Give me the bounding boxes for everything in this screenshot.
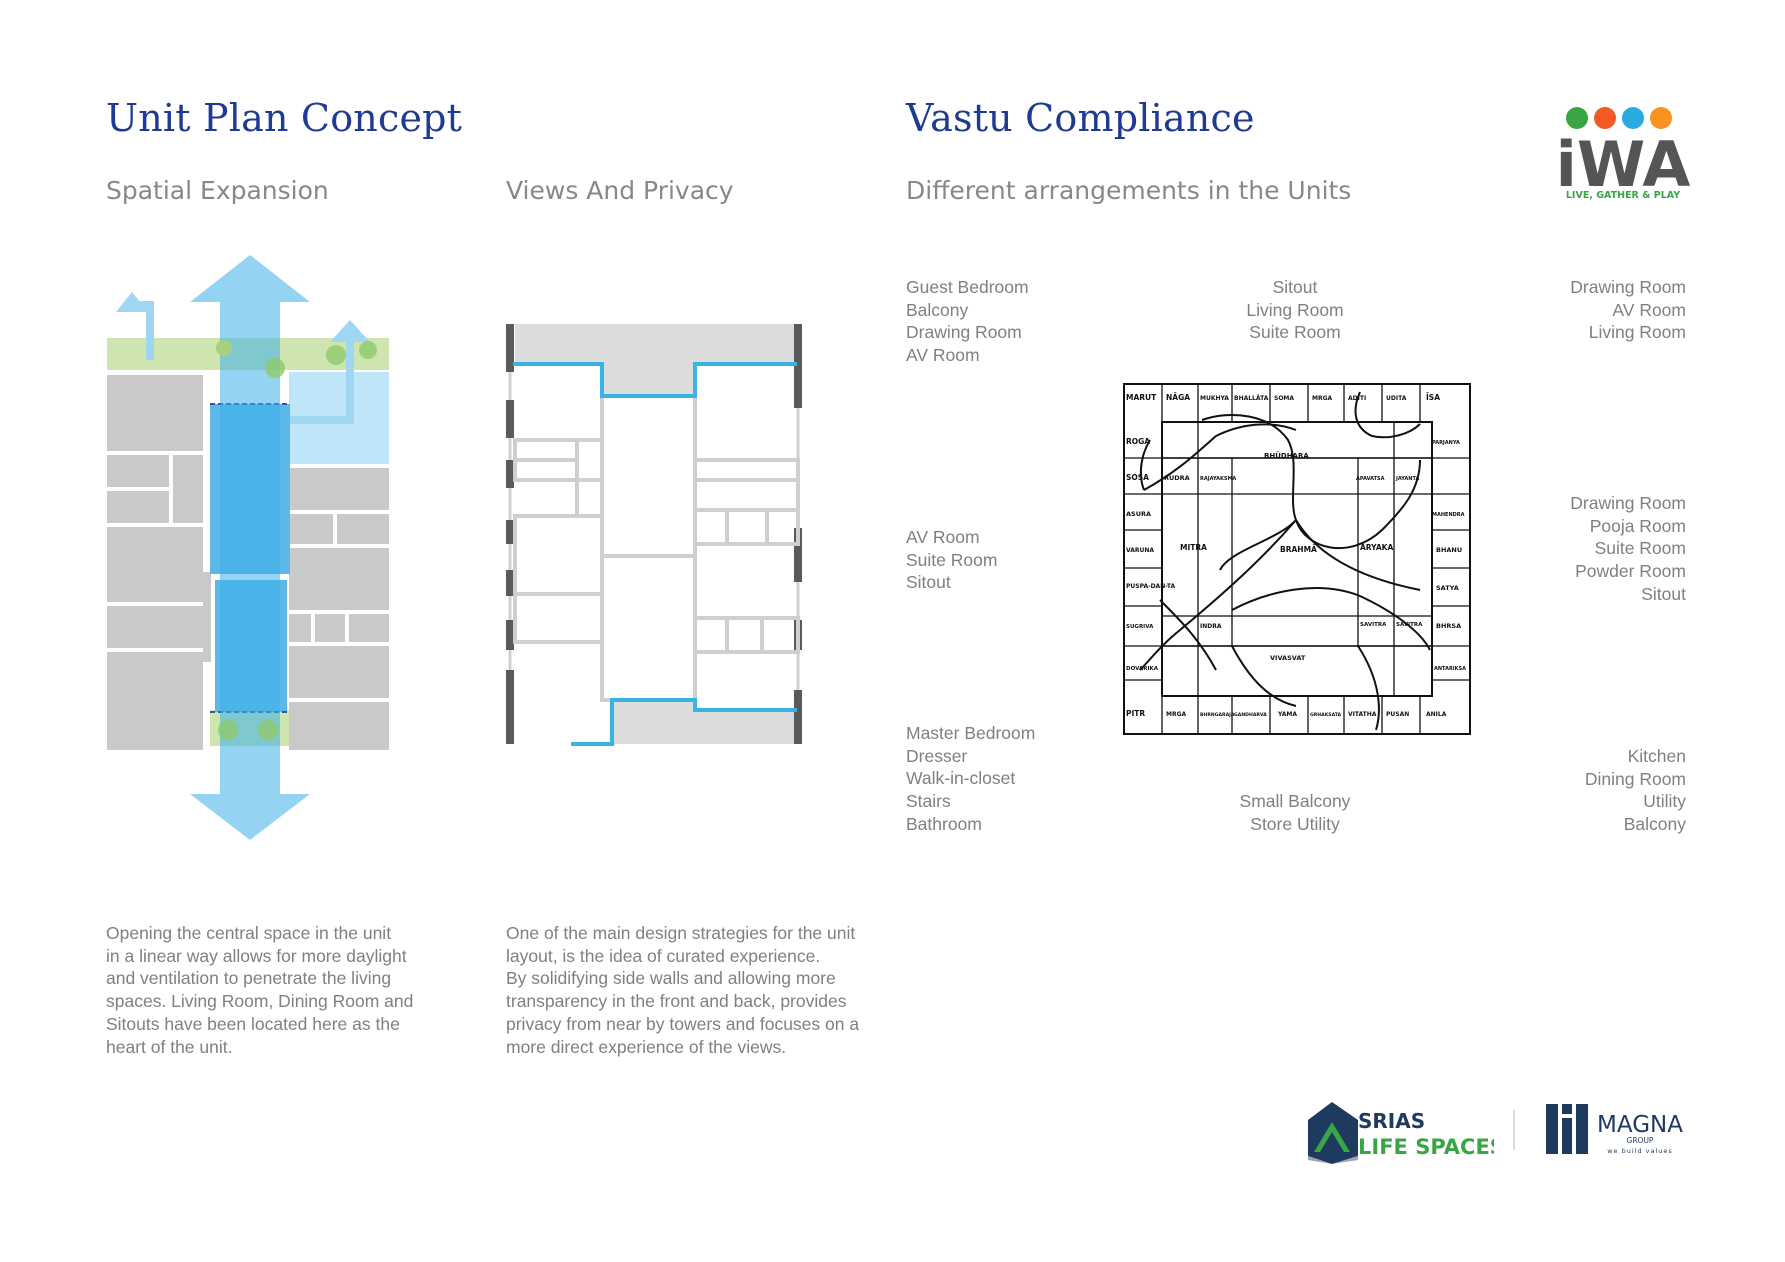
svg-text:PITR: PITR [1126, 709, 1145, 718]
views-privacy-description: One of the main design strategies for th… [506, 923, 860, 1057]
logo-divider [1513, 1110, 1515, 1150]
svg-text:MAHENDRA: MAHENDRA [1432, 512, 1465, 518]
room-list-bottom-right: Kitchen Dining Room Utility Balcony [1584, 746, 1686, 835]
svg-text:ĀRYAKA: ĀRYAKA [1360, 543, 1393, 552]
room-list-bottom-center: Small Balcony Store Utility [1239, 791, 1351, 834]
svg-text:we build values: we build values [1607, 1147, 1673, 1155]
svg-text:ANTARIKSA: ANTARIKSA [1434, 666, 1466, 672]
room-list-bottom-left: Master Bedroom Dresser Walk-in-closet St… [906, 723, 1036, 834]
svg-text:MAGNA: MAGNA [1597, 1112, 1683, 1138]
svg-text:YAMA: YAMA [1277, 711, 1297, 718]
svg-text:PARJANYA: PARJANYA [1432, 440, 1460, 446]
svg-text:VIVASVAT: VIVASVAT [1270, 654, 1306, 662]
svg-text:ASURA: ASURA [1126, 510, 1151, 518]
svg-text:VITATHA: VITATHA [1348, 711, 1377, 718]
svg-text:BHŪDHARA: BHŪDHARA [1264, 451, 1309, 460]
svg-text:MUKHYA: MUKHYA [1200, 395, 1229, 402]
svg-text:MITRA: MITRA [1180, 543, 1207, 552]
spatial-expansion-description: Opening the central space in the unit in… [106, 923, 414, 1057]
svg-text:SAVITRA: SAVITRA [1396, 622, 1423, 628]
svg-text:DOVARIKA: DOVARIKA [1126, 666, 1159, 672]
svg-text:INDRA: INDRA [1200, 623, 1222, 630]
iwa-wordmark: iWA [1560, 128, 1690, 201]
svg-text:ADITI: ADITI [1348, 395, 1366, 402]
svg-text:BHANU: BHANU [1436, 546, 1462, 554]
svg-text:ĪSA: ĪSA [1426, 393, 1440, 402]
svg-text:RUDRA: RUDRA [1164, 474, 1190, 482]
svg-text:PUSAN: PUSAN [1386, 711, 1409, 718]
views-privacy-diagram [505, 320, 805, 755]
spatial-expansion-diagram [100, 250, 400, 845]
srias-logo: SRIAS LIFE SPACES [1304, 1098, 1505, 1164]
svg-text:GANDHARVA: GANDHARVA [1234, 712, 1267, 718]
svg-text:ROGA: ROGA [1126, 437, 1150, 446]
svg-text:GRHAKSATA: GRHAKSATA [1310, 712, 1342, 718]
svg-text:VARUNA: VARUNA [1126, 547, 1154, 554]
svg-text:BRAHMĀ: BRAHMĀ [1280, 545, 1317, 554]
room-list-top-left: Guest Bedroom Balcony Drawing Room AV Ro… [906, 277, 1029, 366]
arrangements-heading: Different arrangements in the Units [906, 176, 1352, 205]
svg-text:GROUP: GROUP [1627, 1136, 1654, 1145]
vastu-title: Vastu Compliance [906, 96, 1255, 140]
svg-text:UDITA: UDITA [1386, 395, 1407, 402]
svg-text:SOSA: SOSA [1126, 473, 1149, 482]
iwa-logo: iWA LIVE, GATHER & PLAY [1556, 102, 1690, 202]
svg-text:SATYA: SATYA [1436, 584, 1459, 592]
svg-text:MARUT: MARUT [1126, 393, 1157, 402]
svg-text:SRIAS: SRIAS [1358, 1109, 1425, 1133]
spatial-expansion-heading: Spatial Expansion [106, 176, 329, 205]
svg-text:SOMA: SOMA [1274, 395, 1294, 402]
svg-text:SAVITRA: SAVITRA [1360, 622, 1387, 628]
svg-text:RAJAYAKSMA: RAJAYAKSMA [1200, 476, 1236, 482]
svg-text:SUGRIVA: SUGRIVA [1126, 624, 1154, 630]
svg-text:MRGA: MRGA [1166, 711, 1187, 718]
room-list-top-right: Drawing Room AV Room Living Room [1570, 277, 1686, 343]
svg-text:JAYANTA: JAYANTA [1395, 476, 1419, 482]
svg-text:PUSPA-DAN-TA: PUSPA-DAN-TA [1126, 583, 1175, 590]
svg-text:BHRNGARAJA: BHRNGARAJA [1200, 712, 1235, 718]
unit-plan-title: Unit Plan Concept [106, 96, 463, 140]
room-list-mid-left: AV Room Suite Room Sitout [906, 527, 998, 593]
svg-text:LIFE SPACES: LIFE SPACES [1358, 1135, 1494, 1159]
views-privacy-heading: Views And Privacy [506, 176, 734, 205]
room-list-top-center: Sitout Living Room Suite Room [1246, 277, 1344, 343]
iwa-tagline: LIVE, GATHER & PLAY [1566, 190, 1680, 201]
svg-text:ANILA: ANILA [1426, 711, 1447, 718]
magna-logo: MAGNA GROUP we build values [1544, 1100, 1694, 1160]
vastu-mandala: MARUT NĀGA MUKHYA BHALLĀTA SOMA MRGA ADI… [1120, 380, 1476, 743]
svg-text:APAVATSA: APAVATSA [1356, 476, 1385, 482]
svg-text:MRGA: MRGA [1312, 395, 1333, 402]
svg-text:BHRSA: BHRSA [1436, 622, 1461, 630]
svg-text:BHALLĀTA: BHALLĀTA [1234, 395, 1269, 402]
svg-text:NĀGA: NĀGA [1166, 393, 1190, 402]
room-list-mid-right: Drawing Room Pooja Room Suite Room Powde… [1570, 493, 1686, 604]
